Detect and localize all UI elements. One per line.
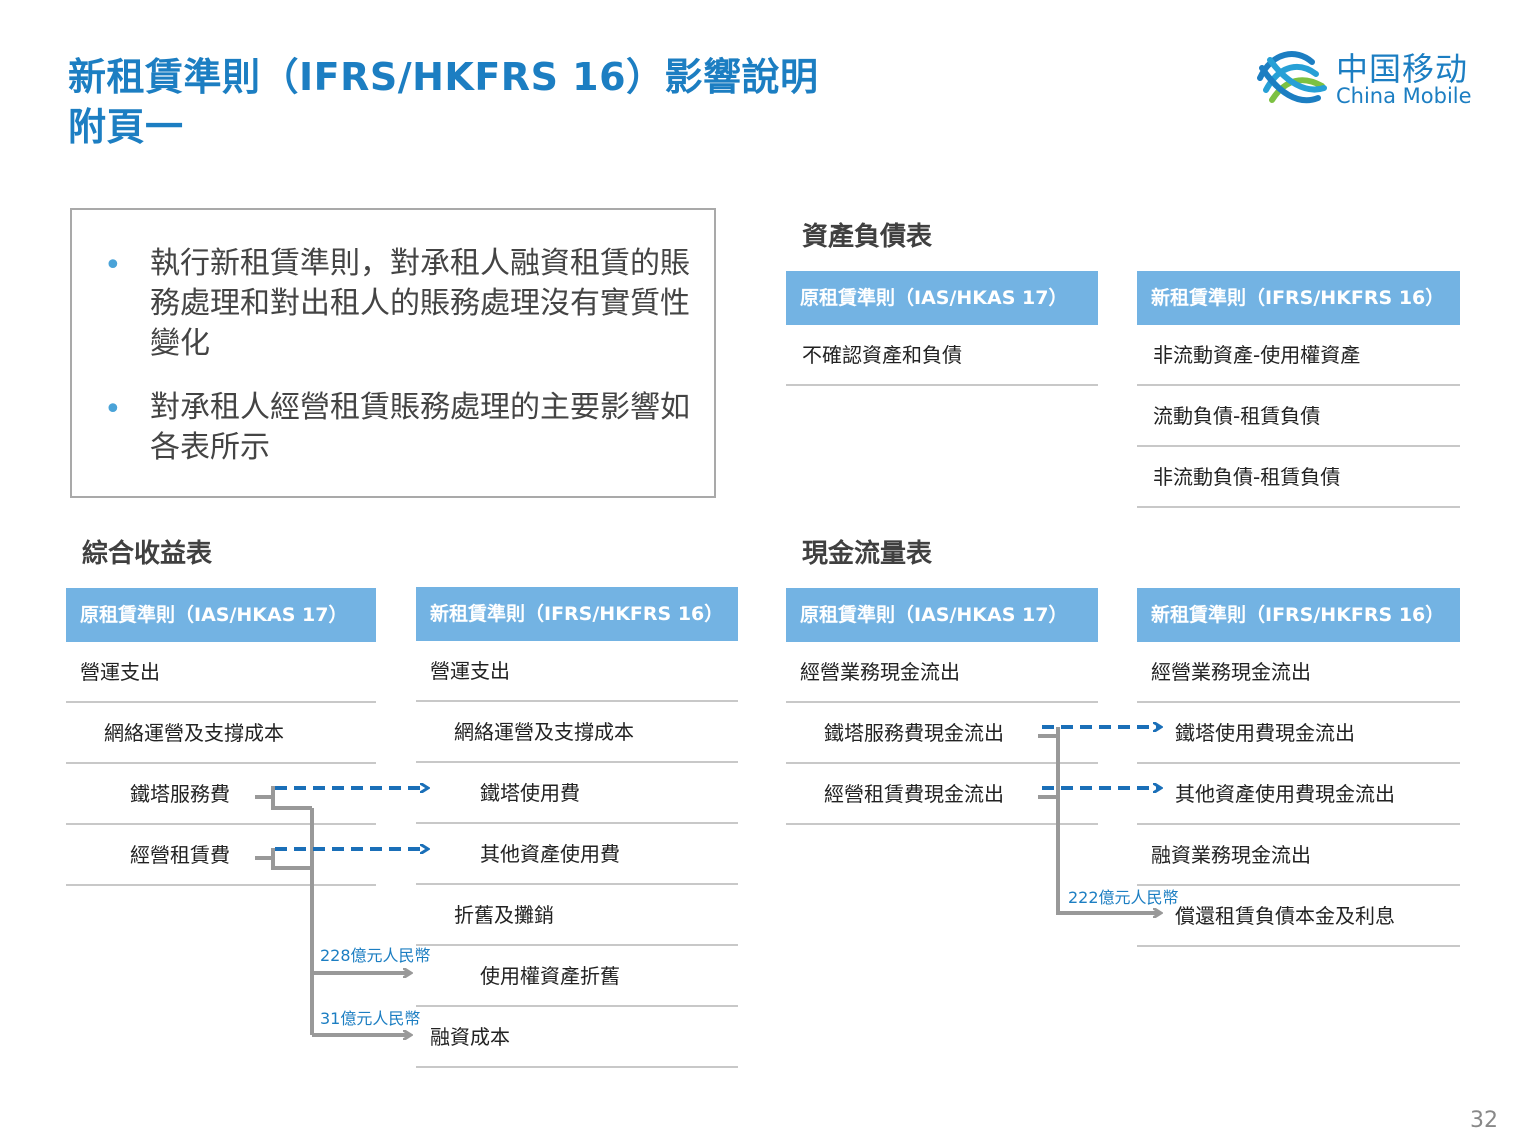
table-row: 鐵塔使用費 [416,763,738,824]
income-bracket-tower [255,786,312,810]
income-statement-old-header: 原租賃準則（IAS/HKAS 17） [66,588,376,642]
cash-flow-new-column: 新租賃準則（IFRS/HKFRS 16） 經營業務現金流出 鐵塔使用費現金流出 … [1137,588,1460,947]
bullet-marker: • [104,248,122,283]
cash-flow-old-header: 原租賃準則（IAS/HKAS 17） [786,588,1098,642]
logo-chinese-text: 中国移动 [1336,50,1469,88]
balance-sheet-new-column: 新租賃準則（IFRS/HKFRS 16） 非流動資產-使用權資產 流動負債-租賃… [1137,271,1460,508]
cashflow-solid-connector [1056,745,1160,913]
table-row: 鐵塔服務費 [66,764,376,825]
cashflow-bracket-tower [1038,727,1060,745]
table-row: 非流動負債-租賃負債 [1137,447,1460,508]
bullet-text-1: 執行新租賃準則，對承租人融資租賃的賬務處理和對出租人的賬務處理沒有實質性變化 [150,246,690,361]
amount-label-finance-cost: 31億元人民幣 [320,1009,421,1028]
summary-box: • 執行新租賃準則，對承租人融資租賃的賬務處理和對出租人的賬務處理沒有實質性變化… [70,208,716,498]
table-row: 非流動資產-使用權資產 [1137,325,1460,386]
china-mobile-logo-icon [1257,51,1327,104]
bullet-marker: • [104,392,122,427]
amount-label-depreciation: 228億元人民幣 [320,946,431,965]
table-row: 經營租賃費 [66,825,376,886]
cash-flow-new-header: 新租賃準則（IFRS/HKFRS 16） [1137,588,1460,642]
table-row: 融資成本 [416,1007,738,1068]
amount-label-repayment: 222億元人民幣 [1068,888,1179,907]
income-statement-new-header: 新租賃準則（IFRS/HKFRS 16） [416,587,738,641]
page-title: 新租賃準則（IFRS/HKFRS 16）影響說明 附頁一 [68,52,819,152]
table-row: 其他資產使用費現金流出 [1137,764,1460,825]
table-row: 營運支出 [66,642,376,703]
table-row: 鐵塔使用費現金流出 [1137,703,1460,764]
income-statement-old-column: 原租賃準則（IAS/HKAS 17） 營運支出 網絡運營及支撐成本 鐵塔服務費 … [66,588,376,886]
page-title-line1: 新租賃準則（IFRS/HKFRS 16）影響說明 [68,55,819,99]
table-row: 鐵塔服務費現金流出 [786,703,1098,764]
balance-sheet-new-header: 新租賃準則（IFRS/HKFRS 16） [1137,271,1460,325]
income-statement-new-column: 新租賃準則（IFRS/HKFRS 16） 營運支出 網絡運營及支撐成本 鐵塔使用… [416,587,738,1068]
table-row: 經營業務現金流出 [1137,642,1460,703]
table-row: 營運支出 [416,641,738,702]
table-row: 其他資產使用費 [416,824,738,885]
balance-sheet-title: 資產負債表 [802,222,933,252]
table-row: 使用權資產折舊 [416,946,738,1007]
cash-flow-title: 現金流量表 [802,539,933,569]
table-row: 經營業務現金流出 [786,642,1098,703]
cash-flow-old-column: 原租賃準則（IAS/HKAS 17） 經營業務現金流出 鐵塔服務費現金流出 經營… [786,588,1098,825]
table-row: 融資業務現金流出 [1137,825,1460,886]
balance-sheet-old-column: 原租賃準則（IAS/HKAS 17） 不確認資產和負債 [786,271,1098,386]
income-statement-title: 綜合收益表 [82,539,213,569]
table-row: 折舊及攤銷 [416,885,738,946]
table-row: 償還租賃負債本金及利息 [1137,886,1460,947]
table-row: 經營租賃費現金流出 [786,764,1098,825]
table-row: 流動負債-租賃負債 [1137,386,1460,447]
page-title-line2: 附頁一 [68,105,184,149]
income-bracket-lease [255,848,312,870]
bullet-text-2: 對承租人經營租賃賬務處理的主要影響如各表所示 [150,390,690,465]
table-row: 網絡運營及支撐成本 [416,702,738,763]
balance-sheet-old-header: 原租賃準則（IAS/HKAS 17） [786,271,1098,325]
cashflow-bracket-lease [1038,788,1060,806]
page-number: 32 [1470,1108,1498,1133]
logo-english-text: China Mobile [1336,84,1472,108]
table-row: 網絡運營及支撐成本 [66,703,376,764]
table-row: 不確認資產和負債 [786,325,1098,386]
